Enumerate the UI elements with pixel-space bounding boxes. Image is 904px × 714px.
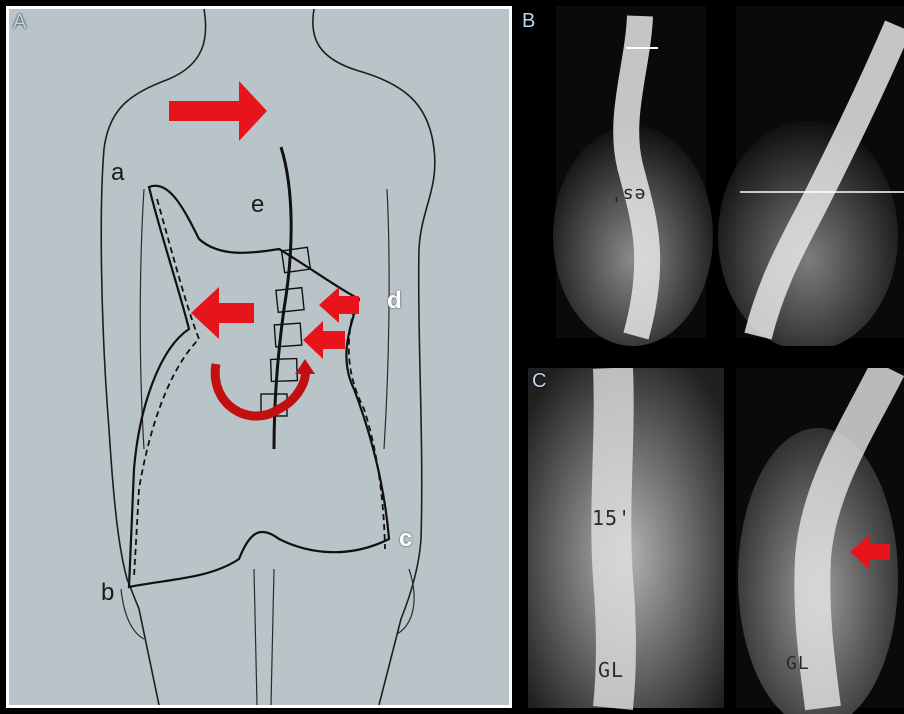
label-b: b <box>101 579 114 607</box>
back-brace-drawing <box>9 9 509 705</box>
arrow-left-large <box>191 287 254 339</box>
panel-c-xrays: 15' GL GL C <box>518 368 904 714</box>
panel-b-label: B <box>522 10 535 33</box>
xray-b-mark: es' <box>610 184 646 205</box>
panel-b-xrays: es' B <box>518 6 904 346</box>
xray-c-right-initials: GL <box>786 653 810 674</box>
xray-c-angle: 15' <box>592 506 631 530</box>
xray-c-left-initials: GL <box>598 658 624 682</box>
label-d: d <box>387 287 402 315</box>
panel-a-illustration: a b c d e A <box>6 6 512 708</box>
arrow-top-right <box>169 81 267 141</box>
rotation-arrow <box>215 364 305 416</box>
label-c: c <box>399 525 412 553</box>
panel-c-label: C <box>532 370 546 393</box>
label-e: e <box>251 191 264 219</box>
panel-c-xray-images <box>518 368 904 714</box>
label-a: a <box>111 159 124 187</box>
arrow-left-small-lower <box>303 321 345 359</box>
panel-a-label: A <box>13 11 26 34</box>
panel-b-xray-images <box>518 6 904 346</box>
correction-arrows <box>169 81 359 359</box>
